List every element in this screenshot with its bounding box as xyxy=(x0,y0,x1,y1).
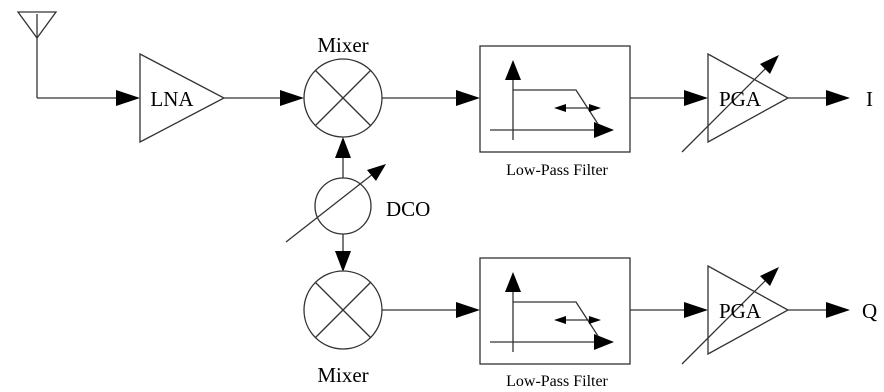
pga-to-i-output-wire: I xyxy=(788,87,873,111)
antenna-to-lna-wire xyxy=(37,90,140,106)
lna-to-mixer-wire xyxy=(224,90,304,106)
lpf-bottom-label: Low-Pass Filter xyxy=(506,373,608,390)
lpf-to-pga-bottom-wire xyxy=(630,302,708,318)
pga-bottom-block: PGA xyxy=(681,264,790,365)
output-q-label: Q xyxy=(862,299,877,323)
output-i-label: I xyxy=(866,87,873,111)
dco-label: DCO xyxy=(386,197,430,221)
dco-block: DCO xyxy=(285,164,430,243)
mixer-top-block: Mixer xyxy=(303,33,383,138)
lpf-to-pga-top-wire xyxy=(630,90,708,106)
lna-label: LNA xyxy=(150,87,194,111)
pga-top-label: PGA xyxy=(719,87,762,111)
pga-top-block: PGA xyxy=(681,52,790,153)
pga-bottom-label: PGA xyxy=(719,299,762,323)
mixer-bottom-block: Mixer xyxy=(303,270,383,387)
dco-to-mixer-bottom-wire xyxy=(335,234,351,272)
lpf-top-block: Low-Pass Filter xyxy=(479,45,631,179)
mixer-top-label: Mixer xyxy=(317,33,368,57)
lpf-top-label: Low-Pass Filter xyxy=(506,162,608,179)
mixer-to-lpf-top-wire xyxy=(382,90,480,106)
mixer-to-lpf-bottom-wire xyxy=(382,302,480,318)
antenna-icon xyxy=(16,11,58,98)
mixer-bottom-label: Mixer xyxy=(317,363,368,387)
dco-to-mixer-top-wire xyxy=(335,137,351,178)
lpf-bottom-block: Low-Pass Filter xyxy=(479,257,631,390)
lna-block: LNA xyxy=(139,52,226,144)
pga-to-q-output-wire: Q xyxy=(788,299,877,323)
